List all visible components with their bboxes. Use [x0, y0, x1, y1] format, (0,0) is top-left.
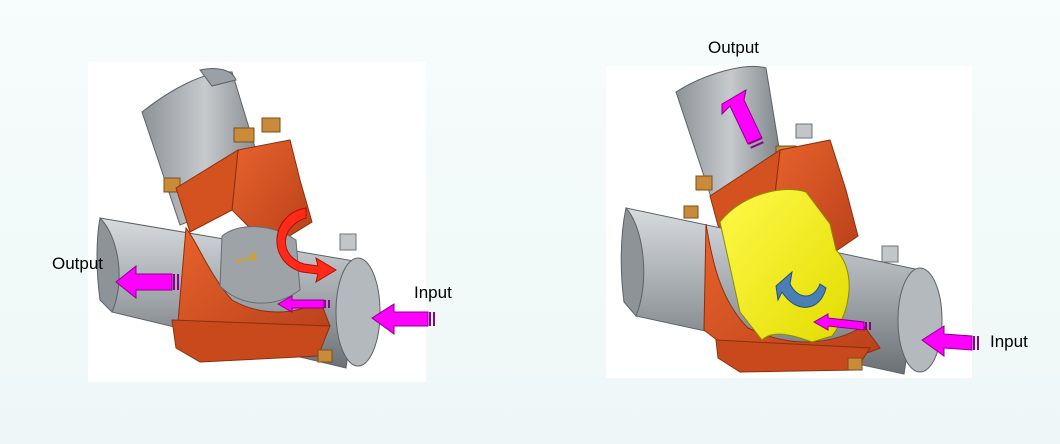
- left-rotation-arrow-icon: [276, 207, 337, 284]
- right-output-label: Output: [708, 38, 760, 57]
- right-rotation-arrow-icon: [775, 270, 827, 308]
- left-input-label: Input: [414, 283, 452, 302]
- right-input-arrow-icon: [921, 325, 979, 357]
- right-input-label: Input: [990, 332, 1028, 351]
- right-output-arrow-icon: [721, 89, 764, 149]
- right-valve: [620, 65, 979, 375]
- left-output-label: Output: [52, 254, 104, 273]
- left-bolt-2: [261, 117, 281, 133]
- left-bolt-1: [233, 127, 255, 143]
- left-input-arrow-icon: [371, 303, 435, 335]
- left-valve: [96, 67, 435, 369]
- left-inner-flow-arrow-icon: [276, 295, 330, 313]
- left-output-arrow-icon: [115, 264, 179, 300]
- right-inner-flow-arrow-icon: [812, 313, 871, 331]
